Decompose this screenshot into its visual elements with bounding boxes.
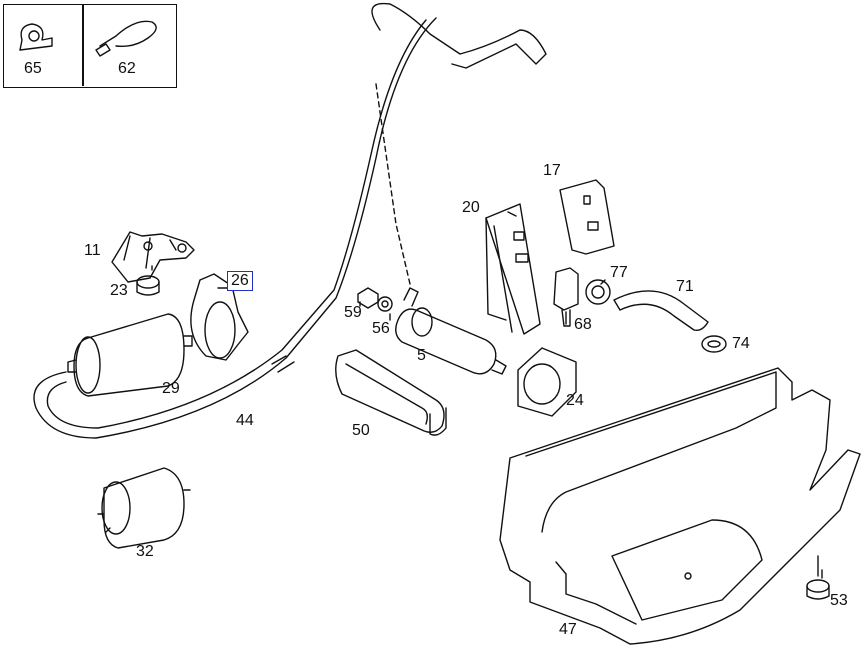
label-59[interactable]: 59 [344,304,362,321]
fuel-pump-5[interactable] [395,287,507,375]
washer-56[interactable] [377,296,393,312]
label-56[interactable]: 56 [372,320,390,337]
clamp-74[interactable] [701,335,727,353]
bracket-20[interactable] [485,203,541,335]
label-50[interactable]: 50 [352,422,370,439]
tray-50[interactable] [335,349,447,436]
label-47[interactable]: 47 [559,621,577,638]
label-17[interactable]: 17 [543,162,561,179]
label-29[interactable]: 29 [162,380,180,397]
label-44[interactable]: 44 [236,412,254,429]
label-53[interactable]: 53 [830,592,848,609]
fuel-filter-29[interactable] [67,313,193,397]
label-5[interactable]: 5 [417,347,426,364]
nut-23[interactable] [136,275,160,296]
label-77[interactable]: 77 [610,264,628,281]
inset-divider [82,5,84,86]
filter-32[interactable] [97,467,191,549]
tank-housing-47[interactable] [499,367,861,645]
label-26-selected[interactable]: 26 [227,271,253,291]
label-32[interactable]: 32 [136,543,154,560]
hose-71[interactable] [613,290,709,332]
label-71[interactable]: 71 [676,278,694,295]
label-20[interactable]: 20 [462,199,480,216]
seal-ring-24[interactable] [517,347,577,417]
fuel-line-44[interactable] [33,2,547,439]
label-24[interactable]: 24 [566,392,584,409]
clip-65[interactable] [19,23,53,51]
detail-inset-box [3,4,177,88]
label-65[interactable]: 65 [24,60,42,77]
label-68[interactable]: 68 [574,316,592,333]
cable-tie-62[interactable] [95,20,157,57]
nut-53[interactable] [806,555,830,600]
bracket-26[interactable] [190,273,249,361]
bracket-17[interactable] [559,179,615,255]
label-23[interactable]: 23 [110,282,128,299]
label-74[interactable]: 74 [732,335,750,352]
label-62[interactable]: 62 [118,60,136,77]
sender-77[interactable] [585,279,611,305]
label-11[interactable]: 11 [84,242,101,259]
valve-68[interactable] [553,267,579,327]
bracket-11[interactable] [111,231,195,283]
